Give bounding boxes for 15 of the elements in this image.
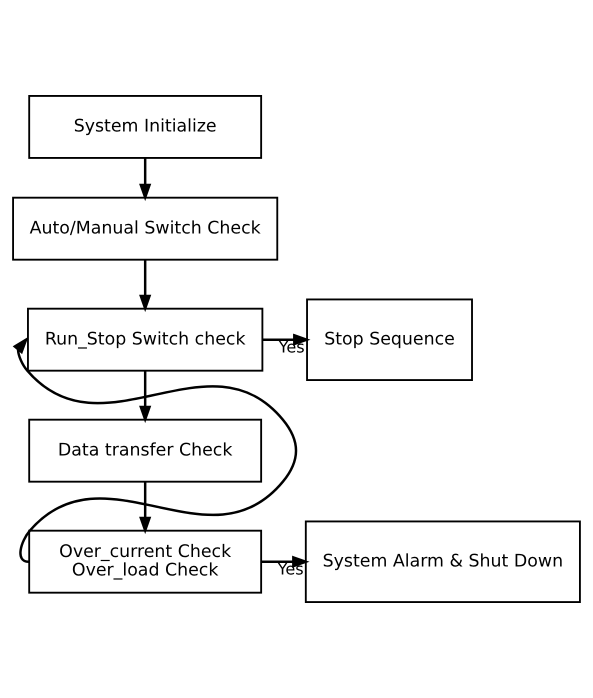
node-box: System Alarm & Shut Down <box>304 520 581 603</box>
edge-label: Yes <box>278 560 304 579</box>
node-box: Data transfer Check <box>28 418 262 483</box>
arrow <box>139 371 152 424</box>
node-box: System Initialize <box>28 95 262 159</box>
node-box: Over_current Check Over_load Check <box>28 530 262 594</box>
arrow <box>139 158 152 202</box>
node-box: Run_Stop Switch check <box>27 308 264 372</box>
arrow <box>262 334 310 346</box>
arrow <box>261 556 310 568</box>
node-box: Stop Sequence <box>306 298 473 381</box>
edge-label: Yes <box>278 338 305 357</box>
node-box: Auto/Manual Switch Check <box>12 196 278 261</box>
arrow <box>139 482 152 534</box>
arrow <box>139 260 152 312</box>
